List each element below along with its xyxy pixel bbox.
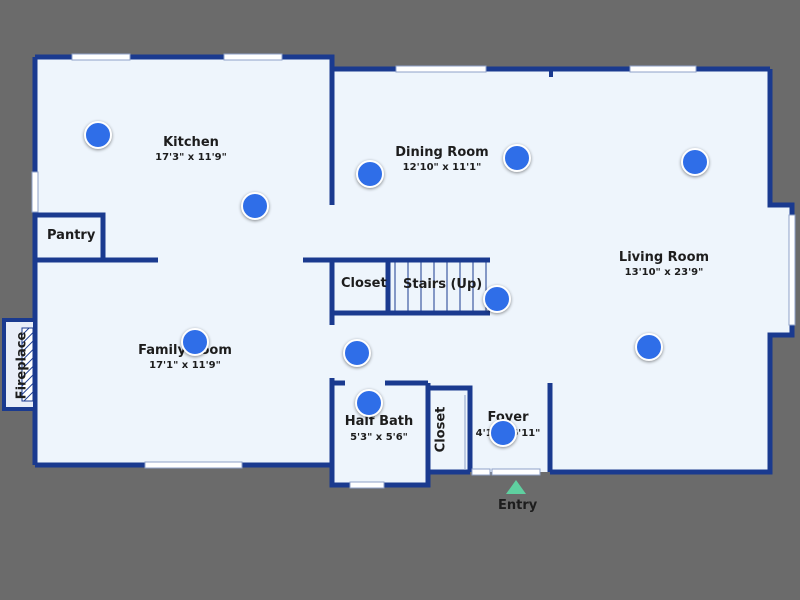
entry-arrow-icon[interactable] <box>506 480 526 494</box>
photo-hotspot-icon[interactable] <box>483 285 511 313</box>
windows <box>31 53 796 489</box>
entry-label: Entry <box>498 498 538 513</box>
photo-hotspot-icon[interactable] <box>355 389 383 417</box>
photo-hotspot-icon[interactable] <box>635 333 663 361</box>
pantry-label: Pantry <box>47 228 96 243</box>
wall-notch <box>549 69 553 77</box>
half-bath-name: Half Bath <box>344 414 414 429</box>
half-bath-dimensions: 5'3" x 5'6" <box>350 432 408 443</box>
dining-room-name: Dining Room <box>395 145 489 160</box>
photo-hotspot-icon[interactable] <box>681 148 709 176</box>
walls <box>32 54 795 488</box>
stair-treads <box>394 262 487 311</box>
closet-label-upper: Closet <box>341 276 387 291</box>
fireplace <box>2 318 37 411</box>
photo-hotspot-icon[interactable] <box>503 144 531 172</box>
kitchen-dimensions: 17'3" x 11'9" <box>155 152 227 163</box>
living-room-dimensions: 13'10" x 23'9" <box>624 267 704 278</box>
kitchen-name: Kitchen <box>163 135 219 150</box>
photo-hotspot-icon[interactable] <box>356 160 384 188</box>
family-room-dimensions: 17'1" x 11'9" <box>149 360 221 371</box>
fireplace-label: Fireplace <box>14 331 30 400</box>
closet-label-lower: Closet <box>433 406 449 453</box>
photo-hotspot-icon[interactable] <box>241 192 269 220</box>
photo-hotspot-icon[interactable] <box>84 121 112 149</box>
living-room-name: Living Room <box>618 250 710 265</box>
dining-room-dimensions: 12'10" x 11'1" <box>402 162 482 173</box>
photo-hotspot-icon[interactable] <box>181 328 209 356</box>
photo-hotspot-icon[interactable] <box>489 419 517 447</box>
photo-hotspot-icon[interactable] <box>343 339 371 367</box>
stairs-label: Stairs (Up) <box>403 277 483 292</box>
floor-area <box>35 57 792 485</box>
